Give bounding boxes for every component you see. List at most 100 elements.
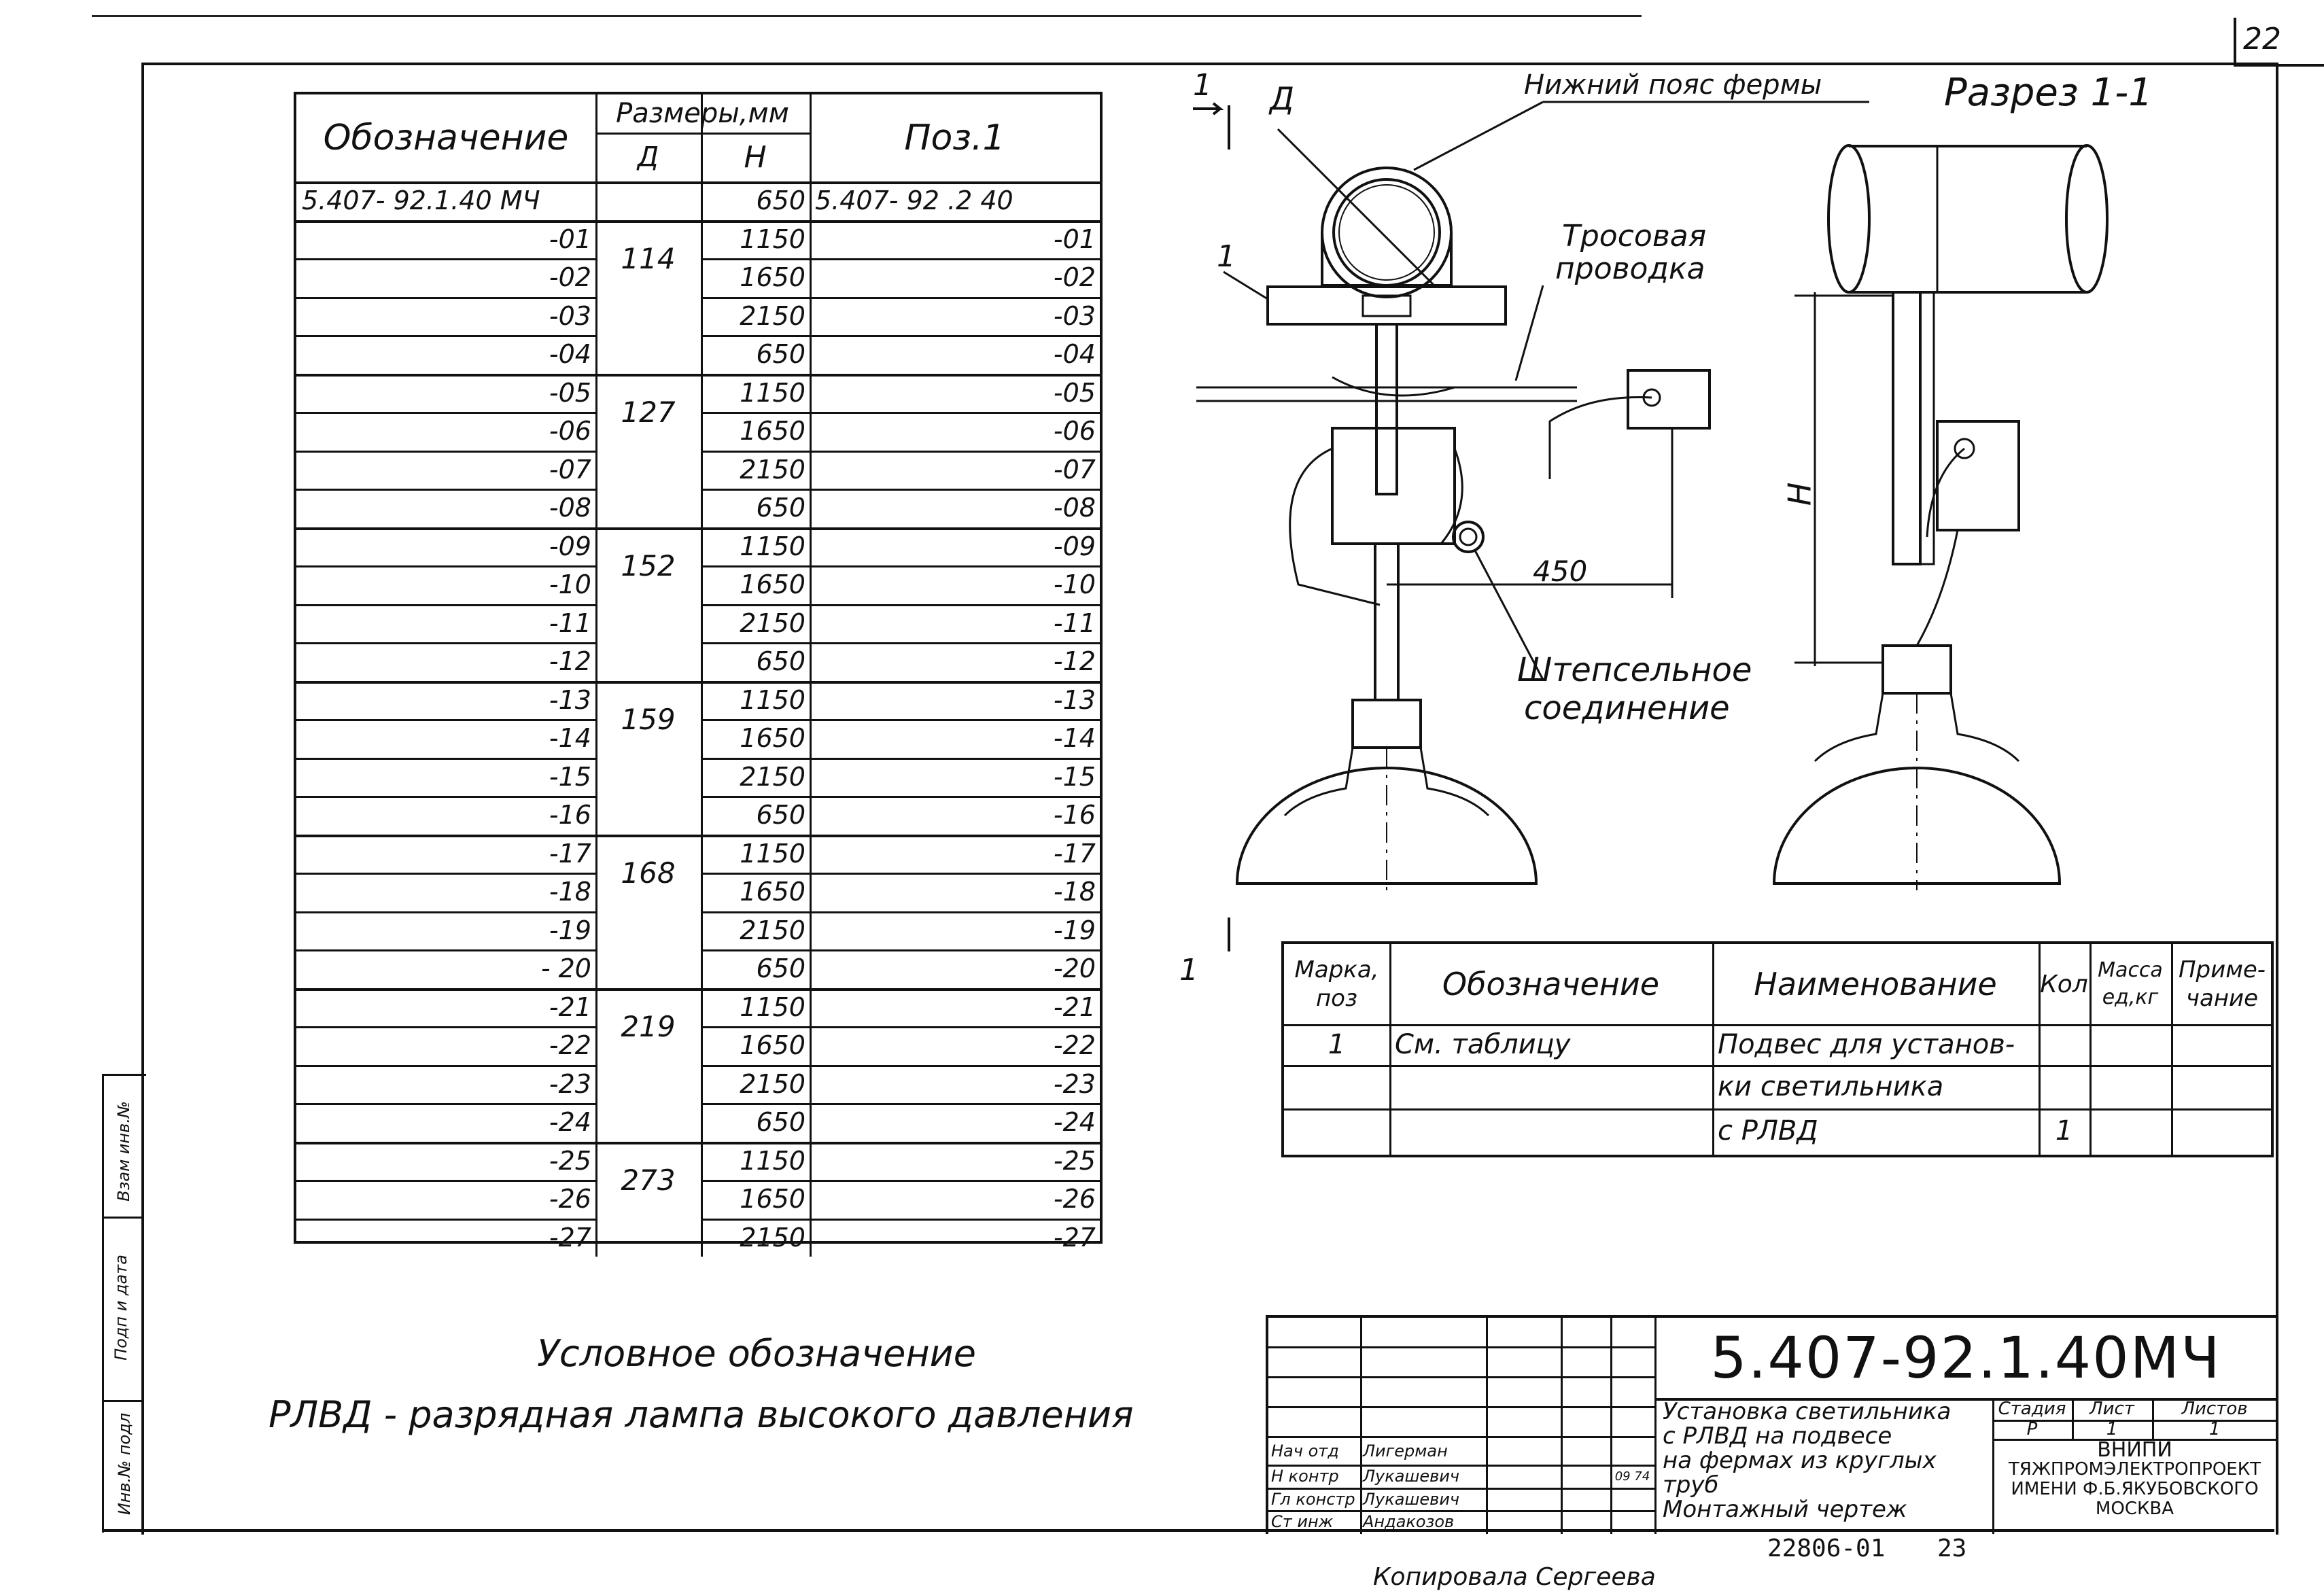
main-frame: [141, 63, 2278, 1535]
table-row-code: -04: [549, 339, 591, 370]
sheet-number-box: [2234, 18, 2324, 67]
table-row-code: -05: [549, 377, 591, 408]
table-row-h: 2150: [740, 1068, 805, 1099]
row-line: [701, 450, 1100, 453]
junction-box: [1627, 369, 1711, 430]
pipe-side-left-end: [1827, 144, 1871, 294]
rod-lower: [1374, 542, 1400, 701]
table-row-h: 1150: [740, 1145, 805, 1176]
plug-label-1: Штепсельное: [1517, 651, 1752, 689]
row-line: [701, 719, 1100, 721]
plug-connector-inner: [1459, 527, 1478, 546]
side-stamp-line-1: Инв.№ подл: [115, 1412, 135, 1516]
side-collar-right: [1949, 693, 2020, 763]
row-line: [296, 873, 595, 875]
table-row-code: -21: [549, 992, 591, 1022]
pipe-bore: [1338, 184, 1435, 281]
frame-bottom-line: [102, 1529, 2274, 1532]
table-diameter: 114: [621, 241, 676, 275]
table-row-h: 1650: [740, 877, 805, 907]
row-line: [701, 258, 1100, 260]
spec-row-3-name: с РЛВД: [1718, 1115, 1818, 1147]
table-row-pos: -26: [1053, 1184, 1096, 1214]
table-row-pos: -22: [1053, 1030, 1096, 1061]
table-row-pos: -24: [1053, 1107, 1096, 1138]
dim-d-label: Д: [1270, 80, 1294, 117]
table-row-h: 2150: [740, 761, 805, 792]
header-col-h: Н: [744, 139, 767, 175]
section-mark-top: 1: [1193, 68, 1212, 103]
table-row-code: -25: [549, 1145, 591, 1176]
table-row-h: 1650: [740, 1184, 805, 1214]
table-col-line: [810, 94, 812, 1257]
side-collar-left: [1814, 693, 1884, 763]
item-1-leader: [1223, 270, 1268, 300]
row-line: [701, 412, 1100, 414]
archive-number: 22806-01: [1767, 1535, 1886, 1562]
table-row-code: - 20: [540, 954, 591, 984]
plate-bolts: [1362, 294, 1412, 317]
side-stamp-line-3: Взам инв.№: [114, 1101, 133, 1202]
table-diameter: 273: [621, 1163, 676, 1197]
table-row-pos: -03: [1053, 300, 1096, 331]
row-line: [296, 296, 595, 299]
side-stamp: [102, 1074, 146, 1533]
table-row-pos: -16: [1053, 800, 1096, 831]
row-line: [701, 1103, 1100, 1105]
table-row-h: 2150: [740, 915, 805, 945]
row-line: [701, 604, 1100, 606]
sheet-value: 1: [2106, 1419, 2118, 1439]
role-4: Ст инж: [1271, 1511, 1334, 1531]
table-row-code: -27: [549, 1222, 591, 1253]
group-line: [296, 680, 1100, 684]
group-line: [296, 987, 1100, 991]
table-row-code: -07: [549, 454, 591, 485]
table-row-pos: -17: [1053, 838, 1096, 869]
ballast-box: [1331, 427, 1456, 545]
side-stamp-line-2: Подп и дата: [111, 1255, 131, 1361]
spec-header-note: Приме- чание: [2178, 956, 2266, 1012]
table-row-code: -03: [549, 300, 591, 331]
section-title: Разрез 1-1: [1944, 71, 2153, 115]
table-diameter: 219: [621, 1009, 676, 1043]
pipe-inner: [1332, 178, 1441, 287]
header-sub-line: [595, 133, 810, 135]
spec-header-designation: Обозначение: [1442, 966, 1660, 1002]
row-line: [701, 911, 1100, 913]
side-stamp-div-1: [102, 1217, 144, 1219]
table-row-h: 650: [756, 954, 805, 984]
ballast-cable-right: [1440, 448, 1463, 544]
hanger-rod: [1375, 323, 1398, 495]
pipe-side-edges: [1849, 145, 2087, 294]
side-cable-2: [1915, 529, 1959, 646]
role-3: Гл констр: [1271, 1489, 1355, 1509]
dim-d-line: [1277, 128, 1436, 287]
table-row-code: -17: [549, 838, 591, 869]
table-row-h: 650: [756, 1107, 805, 1138]
header-designation: Обозначение: [323, 118, 569, 158]
group-line: [296, 834, 1100, 837]
row-line: [701, 489, 1100, 491]
stage-label: Стадия: [1998, 1399, 2066, 1419]
reflector-side: [1772, 767, 2062, 885]
group-line: [296, 1141, 1100, 1144]
reflector-front: [1235, 767, 1538, 885]
table-row-code: -13: [549, 684, 591, 715]
row-line: [296, 1026, 595, 1028]
installation-drawing: [1193, 101, 2109, 951]
table-row-pos: -06: [1053, 416, 1096, 447]
header-pos: Поз.1: [904, 118, 1005, 158]
table-row-code: -15: [549, 761, 591, 792]
table-row-code: -16: [549, 800, 591, 831]
role-2: Н контр: [1271, 1467, 1339, 1486]
table-row-h: 1650: [740, 570, 805, 600]
table-row-pos: -14: [1053, 723, 1096, 754]
table-row-pos: -12: [1053, 646, 1096, 677]
spec-table: Марка, поз Обозначение Наименование Кол …: [1281, 941, 2274, 1157]
table-row-pos: -11: [1053, 608, 1096, 638]
date: 09 74: [1614, 1469, 1650, 1484]
pipe-side-right-end: [2065, 144, 2109, 294]
name-2: Лукашевич: [1363, 1467, 1460, 1486]
header-bottom-line: [296, 181, 1100, 184]
ballast-cable-left: [1289, 447, 1381, 606]
